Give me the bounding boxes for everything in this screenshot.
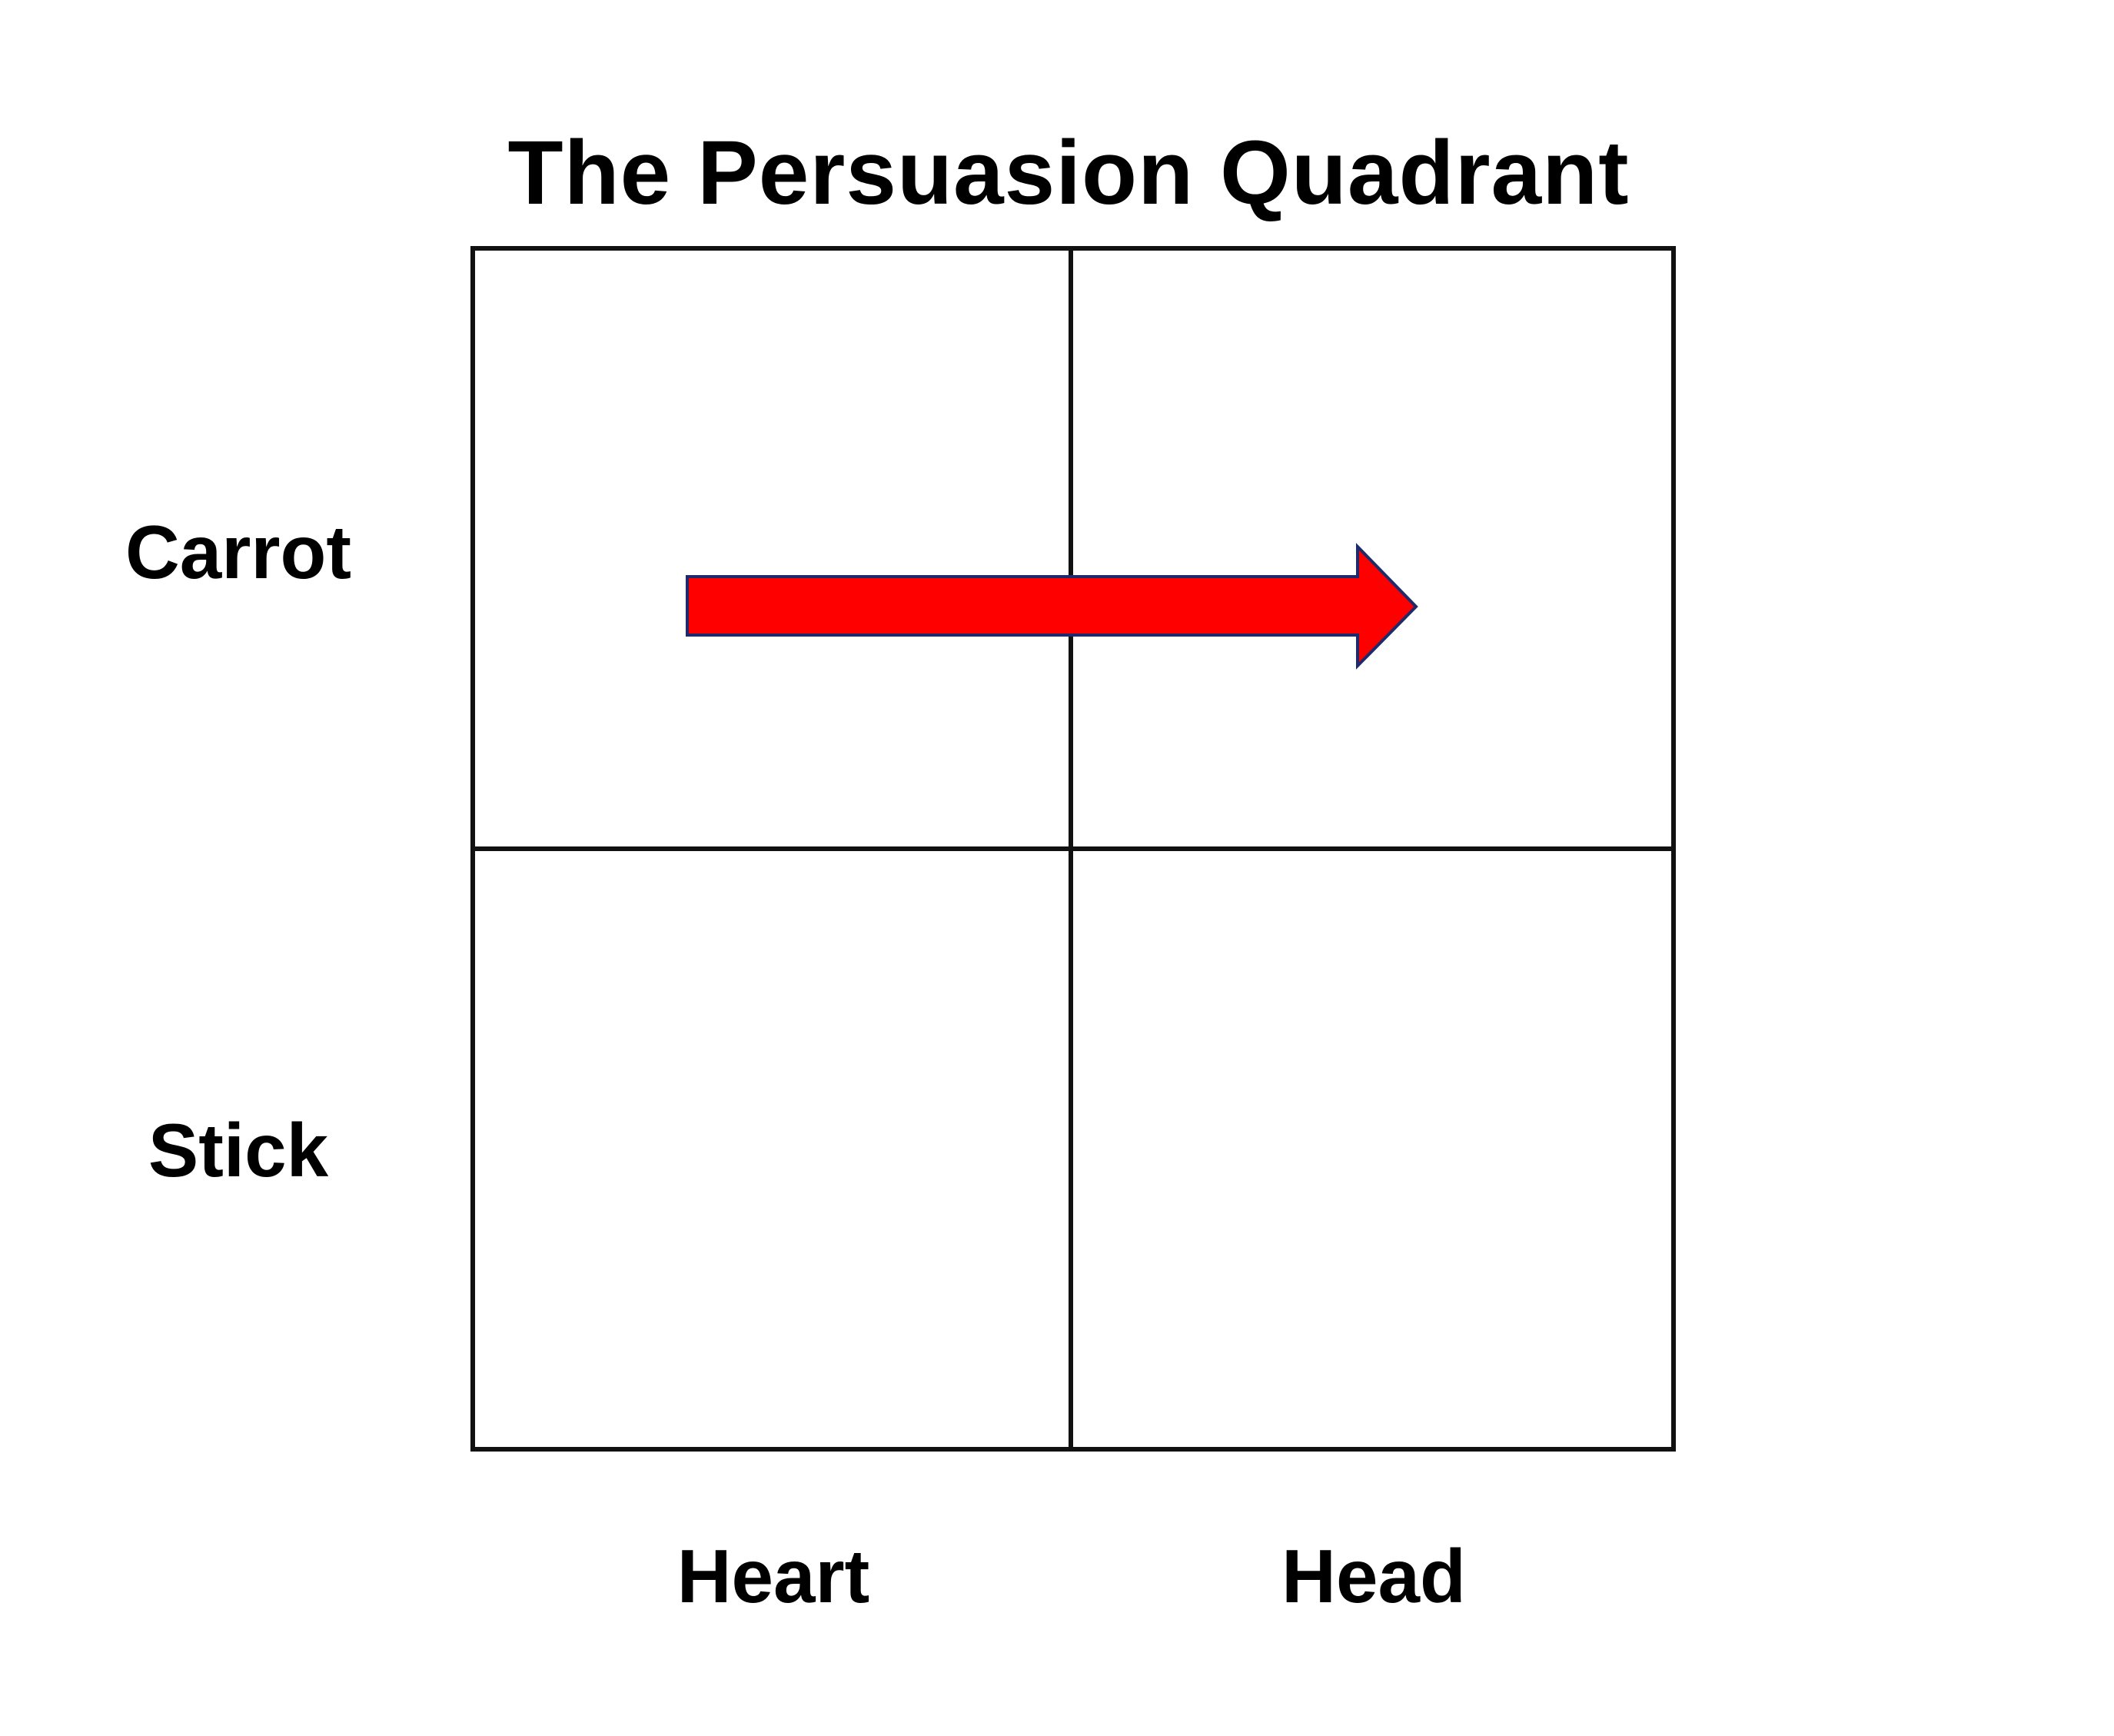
column-label-heart: Heart bbox=[676, 1534, 870, 1618]
row-label-carrot: Carrot bbox=[125, 510, 352, 594]
right-arrow bbox=[686, 543, 1418, 670]
quadrant-stick-heart bbox=[475, 851, 1069, 1447]
diagram-title: The Persuasion Quadrant bbox=[507, 122, 1630, 224]
column-label-head: Head bbox=[1281, 1534, 1466, 1618]
quadrant-carrot-head bbox=[1073, 251, 1671, 846]
quadrant-carrot-heart bbox=[475, 251, 1069, 846]
quadrant-lines bbox=[470, 246, 1676, 1452]
quadrant-stick-head bbox=[1073, 851, 1671, 1447]
row-label-stick: Stick bbox=[148, 1108, 329, 1192]
